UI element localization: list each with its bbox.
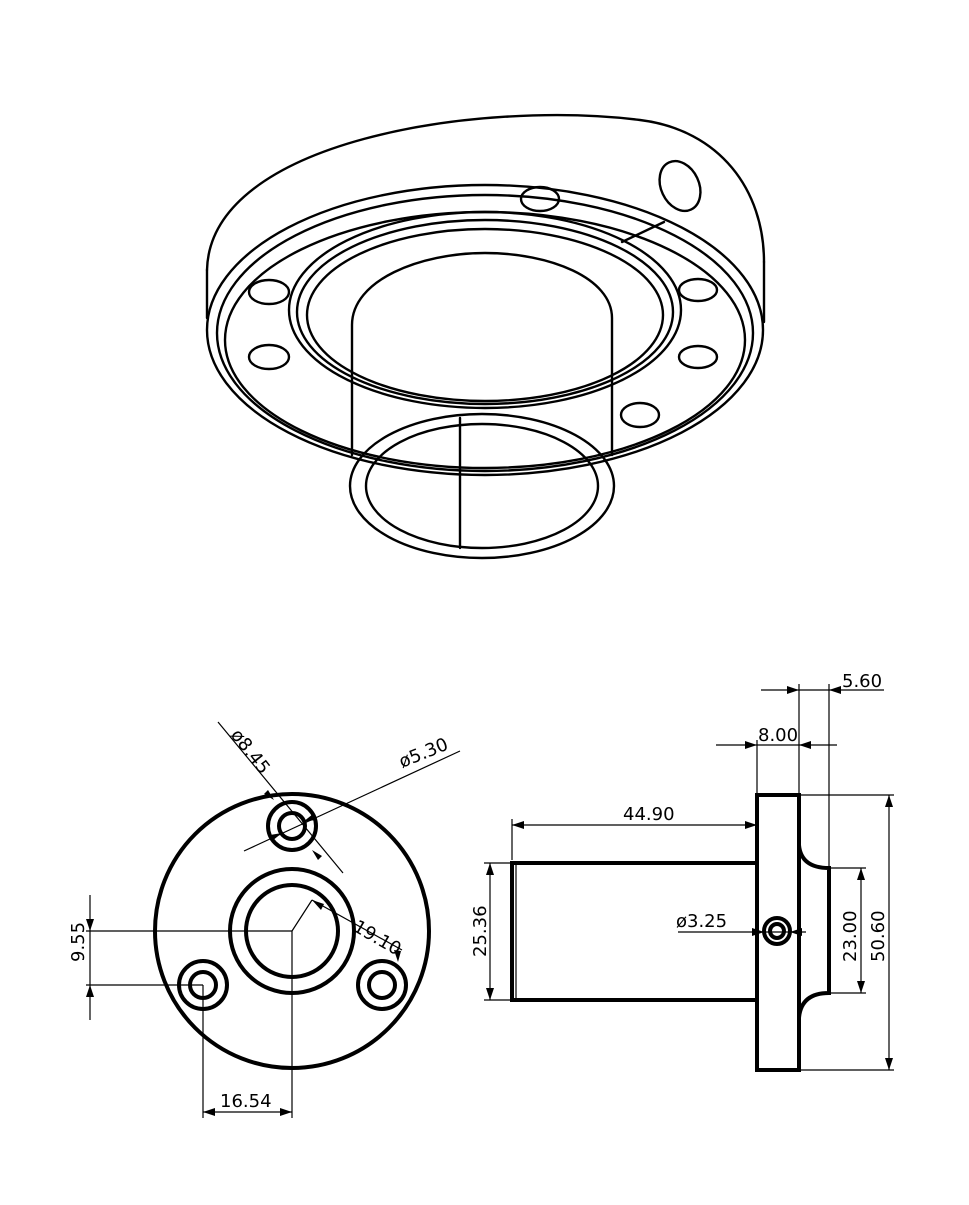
recess-ring-1 <box>287 210 683 410</box>
arrowhead <box>303 814 315 822</box>
flange-outer-ring-inner <box>215 193 755 473</box>
iso-hole <box>247 343 291 371</box>
arrowhead <box>86 985 94 997</box>
flange-face-ring <box>223 210 747 470</box>
side-view: 44.90 25.36 ø3.25 8.00 5.60 23.00 50.60 <box>470 671 894 1072</box>
bolt-hole-top-inner <box>277 811 307 841</box>
arrowhead <box>745 821 757 829</box>
pipe-body <box>350 251 614 457</box>
arrowhead <box>270 833 282 841</box>
bolt-hole-right-inner <box>367 970 397 1000</box>
arrowhead <box>203 1108 215 1116</box>
arrowhead <box>486 988 494 1000</box>
arrowhead <box>486 863 494 875</box>
hub-step <box>797 844 831 1019</box>
dim-vertical-offset: 9.55 <box>68 922 89 962</box>
arrowhead <box>857 868 865 880</box>
arrowhead <box>799 741 811 749</box>
arrowhead <box>885 1058 893 1070</box>
leader-line <box>291 899 313 932</box>
dim-counterbore-diameter: ø5.30 <box>396 734 451 773</box>
arrowhead <box>264 790 274 800</box>
dim-flange-thickness: 8.00 <box>758 725 798 746</box>
recess-ring-2 <box>295 218 675 406</box>
arrowhead <box>312 850 322 860</box>
dim-bolt-circle-radius: 19.10 <box>350 916 405 960</box>
bolt-hole-right <box>356 959 408 1011</box>
flange-outer-ring <box>205 183 765 477</box>
arrowhead <box>312 900 324 910</box>
arrowhead <box>512 821 524 829</box>
dim-pipe-length: 44.90 <box>623 804 675 825</box>
front-view: ø8.45 ø5.30 19.10 9.55 16.54 <box>68 721 461 1118</box>
arrowhead <box>885 795 893 807</box>
dim-bolt-hole-diameter: ø8.45 <box>226 725 274 778</box>
dim-side-hole-diameter: ø3.25 <box>676 911 727 932</box>
arrowhead <box>394 950 401 962</box>
iso-seam-line <box>620 220 666 244</box>
arrowhead <box>280 1108 292 1116</box>
arrowhead <box>829 686 841 694</box>
iso-side-hole <box>658 159 702 213</box>
arrowhead <box>790 928 802 936</box>
side-hole <box>762 916 792 946</box>
dim-flange-diameter: 50.60 <box>868 910 889 962</box>
pipe-side <box>510 861 757 1002</box>
pipe-end-outer <box>348 412 616 560</box>
flange-top-edge <box>205 113 766 272</box>
dim-pipe-diameter: 25.36 <box>470 905 491 957</box>
leader-line <box>217 721 344 874</box>
arrowhead <box>752 928 764 936</box>
iso-hole <box>677 277 719 303</box>
bolt-hole-top <box>266 800 318 852</box>
side-hole-inner <box>768 922 786 940</box>
iso-hole <box>247 278 291 306</box>
pipe-end-inner <box>364 422 600 550</box>
recess-ring-3 <box>305 227 665 403</box>
leader-line <box>311 899 403 951</box>
iso-hole <box>619 401 661 429</box>
arrowhead <box>86 919 94 931</box>
iso-hole <box>677 344 719 370</box>
isometric-view <box>205 113 766 560</box>
dim-step-width: 5.60 <box>842 671 882 692</box>
arrowhead <box>745 741 757 749</box>
dim-hub-diameter: 23.00 <box>840 910 861 962</box>
iso-hole <box>519 185 561 213</box>
arrowhead <box>787 686 799 694</box>
dim-horizontal-offset: 16.54 <box>220 1091 272 1112</box>
arrowhead <box>857 981 865 993</box>
